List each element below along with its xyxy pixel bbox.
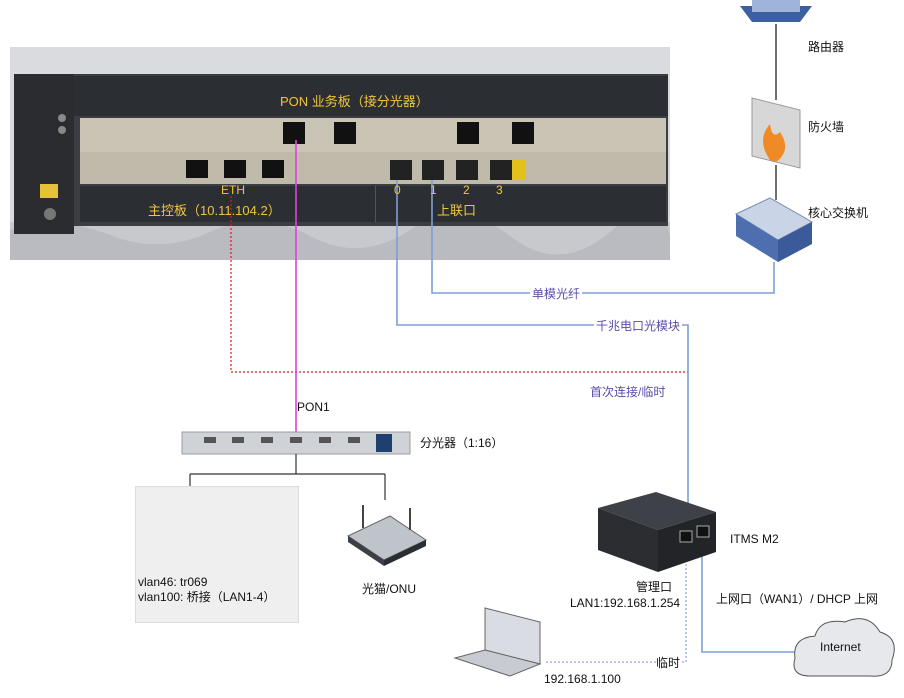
uplink-label: 上联口 [437,203,476,218]
splitter-branch [189,454,386,500]
eth-label: ETH [221,183,245,197]
olt-chassis [10,47,670,260]
itms-device-icon [598,492,716,572]
wan-label: 上网口（WAN1）/ DHCP 上网 [716,592,879,606]
lan1-label: LAN1:192.168.1.254 [570,596,681,610]
eth-link [230,196,688,373]
first-connect-label: 首次连接/临时 [590,385,666,399]
internet-cloud-icon [793,618,895,677]
port-1-label: 1 [430,183,437,197]
gigabit-label: 千兆电口光模块 [594,319,683,333]
laptop-ip-label: 192.168.1.100 [544,672,621,686]
single-mode-label: 单模光纤 [530,287,583,301]
main-board-label: 主控板（10.11.104.2） [148,203,281,218]
splitter-icon [181,431,411,455]
onu-right-label: 光猫/ONU [362,582,417,596]
port-2-label: 2 [463,183,470,197]
onu-left-vlan46: vlan46: tr069 [138,575,208,589]
onu-left-vlan100: vlan100: 桥接（LAN1-4） [138,590,276,604]
pon1-label: PON1 [297,400,330,414]
single-mode-fiber [431,180,775,294]
itms-label: ITMS M2 [730,532,779,546]
onu-right-icon [346,505,428,566]
gigabit-link [396,180,689,530]
port-3-label: 3 [496,183,503,197]
pon-board-label: PON 业务板（接分光器） [280,94,429,109]
core-switch-icon [734,197,814,262]
splitter-label: 分光器（1:16） [420,436,504,450]
wan-link [701,540,806,653]
temp-link [545,540,687,663]
temp-label: 临时 [656,656,681,670]
mgmt-port-label: 管理口 [636,580,673,594]
router-label: 路由器 [808,40,845,54]
firewall-label: 防火墙 [808,120,845,134]
internet-label: Internet [820,640,861,654]
router-icon [740,0,812,22]
port-0-label: 0 [394,183,401,197]
core-switch-label: 核心交换机 [808,206,869,220]
laptop-icon [453,607,542,677]
firewall-icon [751,97,801,169]
onu-left-background [135,486,299,623]
